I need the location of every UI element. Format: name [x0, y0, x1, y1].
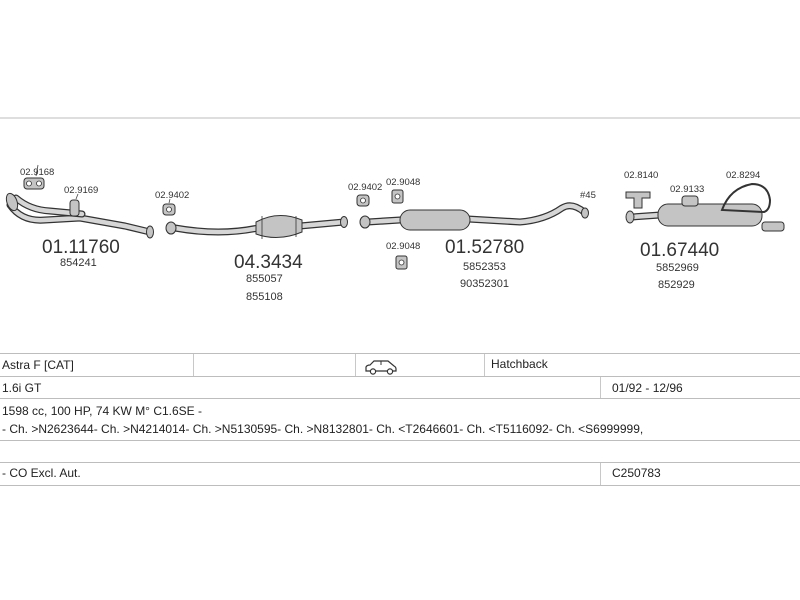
accessory-label: 02.9169 [64, 185, 98, 196]
hanger-ring-icon[interactable] [720, 182, 772, 214]
table-divider [600, 463, 601, 485]
table-divider [193, 354, 194, 376]
catalogue-code: C250783 [612, 466, 661, 480]
front-pipe-part[interactable] [4, 192, 154, 239]
part-number: 04.3434 [234, 252, 303, 273]
gasket-icon[interactable] [23, 177, 45, 190]
accessory-label: 02.9048 [386, 177, 420, 188]
part-number: 01.67440 [640, 240, 719, 261]
engine: 1.6i GT [2, 381, 42, 395]
part-ref: 855108 [246, 291, 283, 303]
part-ref: 854241 [60, 257, 97, 269]
pipe-marker: #45 [580, 190, 596, 201]
table-rule [0, 440, 800, 441]
engine-spec: 1598 cc, 100 HP, 74 KW M° C1.6SE - [2, 404, 203, 418]
car-hatchback-icon [365, 360, 397, 375]
part-ref: 90352301 [460, 278, 509, 290]
table-rule [0, 462, 800, 463]
vehicle-model: Astra F [CAT] [2, 358, 74, 372]
clamp-icon[interactable] [681, 195, 699, 207]
clamp-icon[interactable] [356, 194, 370, 207]
clamp-icon[interactable] [69, 199, 80, 217]
rubber-mount-icon[interactable] [391, 189, 404, 204]
accessory-label: 02.8140 [624, 170, 658, 181]
table-divider [484, 354, 485, 376]
middle-silencer-part[interactable] [359, 202, 589, 231]
part-ref: 852929 [658, 279, 695, 291]
accessory-label: 02.9048 [386, 241, 420, 252]
table-rule [0, 398, 800, 399]
body-type: Hatchback [491, 357, 548, 371]
catalytic-converter-part[interactable] [165, 215, 348, 239]
table-rule [0, 485, 800, 486]
accessory-label: 02.8294 [726, 170, 760, 181]
part-ref: 5852969 [656, 262, 699, 274]
accessory-label: 02.9402 [348, 182, 382, 193]
table-divider [600, 377, 601, 398]
part-ref: 5852353 [463, 261, 506, 273]
table-divider [355, 354, 356, 376]
accessory-label: 02.9402 [155, 190, 189, 201]
clamp-icon[interactable] [162, 203, 176, 216]
table-rule [0, 376, 800, 377]
table-rule [0, 353, 800, 354]
rubber-mount-icon[interactable] [395, 255, 408, 270]
vehicle-note: - CO Excl. Aut. [2, 466, 81, 480]
part-ref: 855057 [246, 273, 283, 285]
part-number: 01.52780 [445, 237, 524, 258]
bracket-icon[interactable] [625, 191, 651, 209]
production-years: 01/92 - 12/96 [612, 381, 683, 395]
accessory-label: 02.9168 [20, 167, 54, 178]
chassis-range: - Ch. >N2623644- Ch. >N4214014- Ch. >N51… [2, 422, 644, 436]
accessory-label: 02.9133 [670, 184, 704, 195]
rear-silencer-part[interactable] [625, 203, 785, 232]
part-number: 01.11760 [42, 237, 120, 258]
